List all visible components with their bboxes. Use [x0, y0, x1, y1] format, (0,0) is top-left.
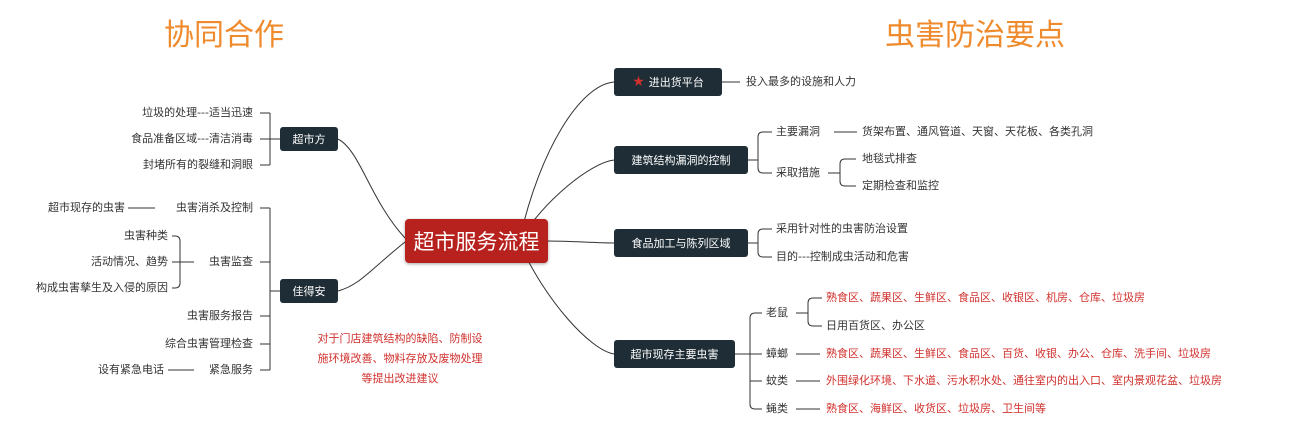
main-holes-label: 主要漏洞 [776, 125, 820, 138]
report-label: 虫害服务报告 [187, 309, 253, 322]
measures-label: 采取措施 [776, 166, 820, 179]
cockroach-detail: 熟食区、蔬果区、生鲜区、食品区、百货、收银、办公、仓库、洗手间、垃圾房 [826, 347, 1211, 360]
note-line-3: 等提出改进建议 [361, 372, 439, 385]
food-item-1: 采用针对性的虫害防治设置 [776, 222, 908, 235]
fly-label: 蝇类 [766, 402, 788, 415]
measures-item-1: 地毯式排查 [862, 152, 917, 165]
emergency-label: 紧急服务 [209, 363, 253, 376]
node-jiadean[interactable]: 佳得安 [280, 279, 338, 303]
bracket-supermarket [260, 112, 280, 166]
note-line-2: 施环境改善、物料存放及废物处理 [317, 352, 483, 365]
node-supermarket[interactable]: 超市方 [280, 127, 338, 151]
link-center-platform [519, 81, 615, 239]
node-structure[interactable]: 建筑结构漏洞的控制 [614, 146, 748, 174]
bracket-rat [796, 297, 822, 327]
monitor-item-2: 活动情况、趋势 [91, 255, 168, 268]
bracket-pests [735, 312, 762, 410]
monitor-item-1: 虫害种类 [124, 229, 168, 242]
bracket-jiadean [260, 207, 280, 371]
monitor-item-3: 构成虫害孳生及入侵的原因 [36, 281, 168, 294]
node-pests[interactable]: 超市现存主要虫害 [614, 340, 735, 368]
emergency-source: 设有紧急电话 [98, 363, 164, 376]
control-label: 虫害消杀及控制 [176, 201, 253, 214]
note-line-1: 对于门店建筑结构的缺陷、防制设 [317, 332, 483, 345]
node-food[interactable]: 食品加工与陈列区域 [614, 229, 748, 257]
heading-left: 协同合作 [164, 18, 284, 53]
node-platform-label: 进出货平台 [648, 76, 704, 89]
heading-right: 虫害防治要点 [885, 18, 1065, 53]
mosquito-label: 蚊类 [766, 374, 788, 387]
control-source: 超市现存的虫害 [48, 201, 125, 214]
mosquito-detail: 外围绿化环境、下水道、污水积水处、通往室内的出入口、室内景观花盆、垃圾房 [826, 374, 1222, 387]
bracket-monitor [172, 235, 194, 289]
food-item-2: 目的---控制成虫活动和危害 [776, 250, 909, 263]
star-icon: ★ [632, 74, 645, 90]
rat-item-2: 日用百货区、办公区 [826, 319, 925, 332]
inspection-label: 综合虫害管理检查 [165, 337, 253, 350]
link-center-supermarket [337, 138, 406, 239]
monitor-label: 虫害监查 [209, 255, 253, 268]
node-platform[interactable]: ★ 进出货平台 [614, 68, 722, 96]
bracket-measures [828, 158, 856, 187]
measures-item-2: 定期检查和监控 [862, 179, 939, 192]
link-center-pests [519, 243, 615, 355]
platform-detail: 投入最多的设施和人力 [746, 75, 856, 88]
central-node[interactable]: 超市服务流程 [405, 219, 548, 263]
bracket-food [748, 228, 772, 258]
rat-item-1: 熟食区、蔬果区、生鲜区、食品区、收银区、机房、仓库、垃圾房 [826, 291, 1145, 304]
improvement-note: 对于门店建筑结构的缺陷、防制设 施环境改善、物料存放及废物处理 等提出改进建议 [295, 329, 505, 389]
link-center-food [547, 240, 615, 244]
supermarket-item-2: 食品准备区域---清洁消毒 [131, 132, 253, 145]
rat-label: 老鼠 [766, 306, 788, 319]
link-center-jiadean [337, 241, 406, 292]
supermarket-item-1: 垃圾的处理---适当迅速 [142, 106, 253, 119]
bracket-structure [748, 131, 772, 174]
supermarket-item-3: 封堵所有的裂缝和洞眼 [143, 158, 253, 171]
main-holes-detail: 货架布置、通风管道、天窗、天花板、各类孔洞 [862, 125, 1093, 138]
fly-detail: 熟食区、海鲜区、收货区、垃圾房、卫生间等 [826, 402, 1046, 415]
cockroach-label: 蟑螂 [766, 347, 788, 360]
